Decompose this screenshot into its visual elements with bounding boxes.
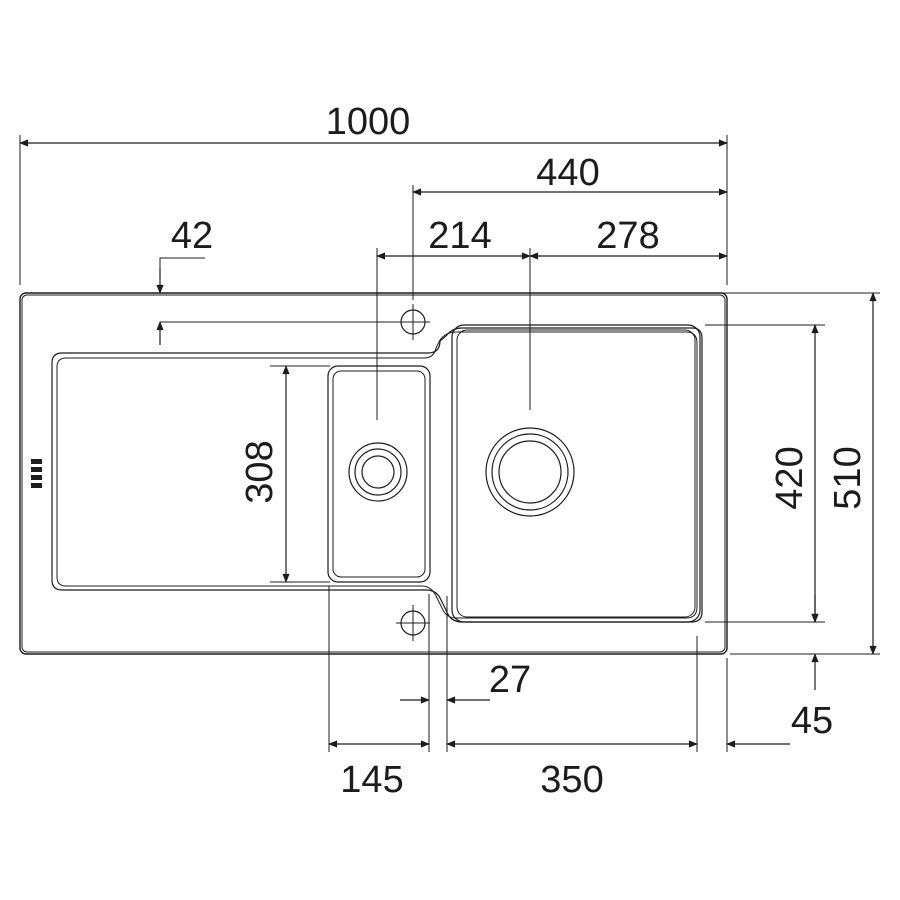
dimension-label-total-depth: 510	[827, 446, 869, 509]
dimension-label-small-bowl-center: 214	[428, 215, 491, 257]
small-bowl-inner	[332, 370, 426, 578]
dimension-label-main-bowl-offset: 440	[536, 152, 599, 194]
dimension-drainer-depth: 42	[156, 215, 213, 345]
dimension-label-drainer-depth: 42	[171, 215, 213, 257]
dimension-label-bowl-gap: 27	[489, 659, 531, 701]
dimension-edge-offset: 45	[791, 595, 833, 742]
overflow-grille	[31, 459, 42, 488]
dimension-main-bowl-offset: 440	[412, 152, 728, 196]
dimension-label-small-bowl-width: 145	[340, 759, 403, 801]
countertop-inner-edge	[21, 294, 726, 653]
small-bowl-drain	[348, 442, 408, 502]
dimension-total-width: 1000	[19, 101, 728, 147]
dimension-label-total-width: 1000	[326, 101, 411, 143]
dimension-label-main-bowl-depth: 420	[769, 446, 811, 509]
main-bowl-drain	[485, 427, 575, 517]
dimension-label-edge-offset: 45	[791, 700, 833, 742]
dimension-small-bowl-center: 214	[376, 215, 531, 260]
dimension-total-depth: 510	[827, 292, 877, 655]
sink-outline	[19, 292, 728, 655]
dimension-bowl-gap: 27	[400, 659, 531, 704]
dimension-small-bowl-width: 145	[328, 740, 430, 801]
tap-hole-bottom	[396, 605, 430, 641]
dimension-main-bowl-depth: 420	[769, 324, 819, 623]
dimension-small-bowl-length: 308	[239, 365, 290, 583]
dimension-main-bowl-center: 278	[529, 215, 728, 260]
small-bowl	[327, 365, 431, 583]
main-bowl-inner	[456, 329, 696, 618]
extension-lines	[19, 135, 880, 752]
dimension-label-main-bowl-width: 350	[540, 759, 603, 801]
dimension-main-bowl-width: 350	[446, 740, 790, 801]
drainer-area-inner	[56, 331, 698, 619]
dimension-label-main-bowl-center: 278	[596, 215, 659, 257]
dimension-label-small-bowl-length: 308	[239, 440, 281, 503]
countertop-outline	[19, 292, 728, 655]
tap-hole-top	[396, 304, 430, 340]
main-bowl	[451, 324, 701, 623]
